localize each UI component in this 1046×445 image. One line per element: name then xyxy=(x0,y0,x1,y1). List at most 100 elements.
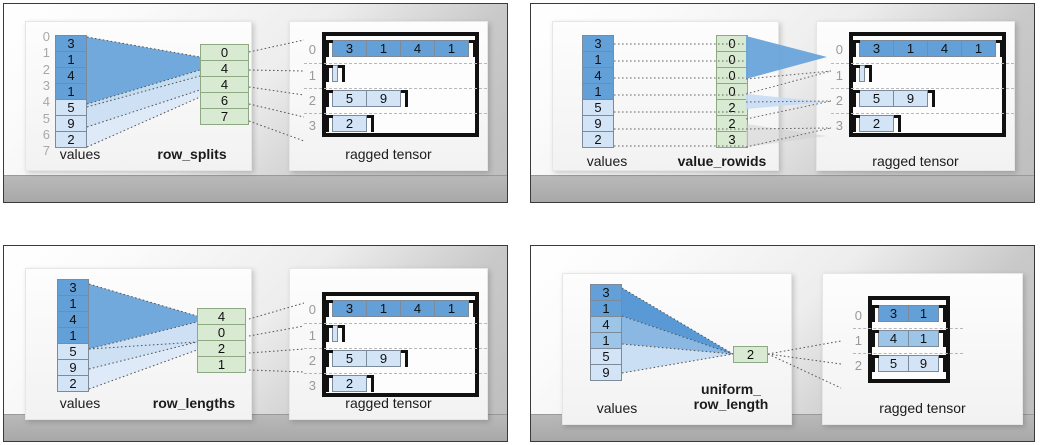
row-guide xyxy=(304,348,487,349)
value-index: 7 xyxy=(42,143,50,159)
tensor-row: 2 xyxy=(326,115,374,132)
value-cell: 4 xyxy=(55,67,87,84)
value-cell: 2 xyxy=(55,131,87,148)
bracket-left xyxy=(326,325,333,342)
tensor-cell: 5 xyxy=(859,90,894,107)
bracket-left xyxy=(872,330,879,347)
tensor-cell: 1 xyxy=(961,40,996,57)
tensor-cell: 2 xyxy=(859,115,894,132)
tensor-cell: 1 xyxy=(366,40,401,57)
value-cell: 2 xyxy=(57,375,89,392)
tensor-row: 5 9 xyxy=(326,90,408,107)
bracket-right xyxy=(338,65,345,82)
tensor-row-index: 2 xyxy=(835,93,843,108)
value-cell: 1 xyxy=(55,83,87,100)
bracket-left xyxy=(326,65,333,82)
value-cell: 1 xyxy=(55,51,87,68)
value-cell: 5 xyxy=(57,343,89,360)
value-index: 3 xyxy=(42,77,50,93)
row-lengths-column: 4 0 2 1 xyxy=(197,308,246,373)
tensor-cell: 9 xyxy=(908,355,939,372)
partition-label: row_splits xyxy=(157,146,227,162)
panel-footer-strip xyxy=(4,175,507,202)
tensor-cell: 1 xyxy=(366,300,401,317)
row-guide xyxy=(304,113,487,114)
row-guide xyxy=(304,373,487,374)
panel-uniform-row-length: 3 1 4 1 5 9 2 values uniform_ row_length… xyxy=(530,245,1035,442)
tensor-row-empty xyxy=(326,325,345,342)
bracket-right xyxy=(367,375,374,392)
value-cell: 9 xyxy=(57,359,89,376)
tensor-cell: 3 xyxy=(878,305,909,322)
bracket-left xyxy=(326,40,333,57)
tensor-cell: 5 xyxy=(332,350,367,367)
value-cell: 1 xyxy=(590,300,622,317)
tensor-row: 5 9 xyxy=(326,350,408,367)
bracket-right xyxy=(928,90,935,107)
tensor-row-index: 2 xyxy=(854,358,862,373)
tensor-cell: 9 xyxy=(893,90,928,107)
bracket-right xyxy=(401,90,408,107)
bracket-right xyxy=(469,40,476,57)
value-rowids-cell: 0 xyxy=(716,83,748,100)
tensor-cell: 9 xyxy=(366,90,401,107)
tensor-row-index: 2 xyxy=(308,353,316,368)
uniform-row-length-column: 2 xyxy=(733,346,768,363)
bracket-left xyxy=(853,40,860,57)
value-cell: 9 xyxy=(582,115,614,132)
value-index: 5 xyxy=(42,110,50,126)
tensor-row-index: 1 xyxy=(308,68,316,83)
value-index: 6 xyxy=(42,126,50,142)
partition-label: value_rowids xyxy=(677,153,767,169)
bracket-right xyxy=(367,115,374,132)
value-index: 0 xyxy=(42,29,50,44)
bracket-left xyxy=(326,115,333,132)
tensor-row-empty xyxy=(326,65,345,82)
row-splits-cell: 6 xyxy=(200,92,249,109)
ragged-tensor-label: ragged tensor xyxy=(345,146,432,162)
tensor-cell: 1 xyxy=(908,330,939,347)
values-label: values xyxy=(586,153,628,169)
row-splits-column: 0 4 4 6 7 xyxy=(200,44,249,125)
values-column: 3 1 4 1 5 9 2 xyxy=(57,279,89,392)
values-column: 3 1 4 1 5 9 2 xyxy=(582,35,614,148)
bracket-left xyxy=(326,300,333,317)
row-guide xyxy=(304,323,487,324)
value-cell: 1 xyxy=(57,295,89,312)
bracket-right xyxy=(894,115,901,132)
row-guide xyxy=(304,88,487,89)
value-cell: 9 xyxy=(55,115,87,132)
tensor-row-index: 3 xyxy=(308,118,316,133)
value-cell: 1 xyxy=(590,332,622,349)
tensor-cell: 3 xyxy=(859,40,894,57)
values-label: values xyxy=(596,400,638,416)
bracket-right xyxy=(939,305,946,322)
ragged-tensor-label: ragged tensor xyxy=(879,400,966,416)
ragged-tensor-label: ragged tensor xyxy=(872,153,959,169)
tensor-cell: 4 xyxy=(878,330,909,347)
value-cell: 9 xyxy=(590,364,622,381)
value-cell: 4 xyxy=(57,311,89,328)
tensor-cell: 2 xyxy=(332,375,367,392)
value-cell: 3 xyxy=(55,35,87,52)
bracket-right xyxy=(996,40,1003,57)
bracket-left xyxy=(872,355,879,372)
value-index: 1 xyxy=(42,45,50,61)
bracket-right xyxy=(865,65,872,82)
bracket-right xyxy=(469,300,476,317)
tensor-row-index: 0 xyxy=(835,42,843,57)
value-rowids-cell: 2 xyxy=(716,115,748,132)
ragged-tensor-label: ragged tensor xyxy=(345,395,432,411)
tensor-cell: 4 xyxy=(927,40,962,57)
tensor-cell: 1 xyxy=(434,40,469,57)
row-guide xyxy=(853,353,963,354)
values-column: 3 1 4 1 5 9 2 xyxy=(55,35,87,148)
tensor-row: 5 9 xyxy=(872,355,946,372)
bracket-right xyxy=(338,325,345,342)
row-splits-cell: 7 xyxy=(200,108,249,125)
bracket-left xyxy=(853,90,860,107)
tensor-row: 2 xyxy=(326,375,374,392)
panel-row-splits: 0 1 2 3 4 5 6 7 3 1 4 1 5 9 2 0 4 4 6 7 … xyxy=(3,3,508,203)
value-cell: 1 xyxy=(582,51,614,68)
tensor-row: 3 1 xyxy=(872,305,946,322)
